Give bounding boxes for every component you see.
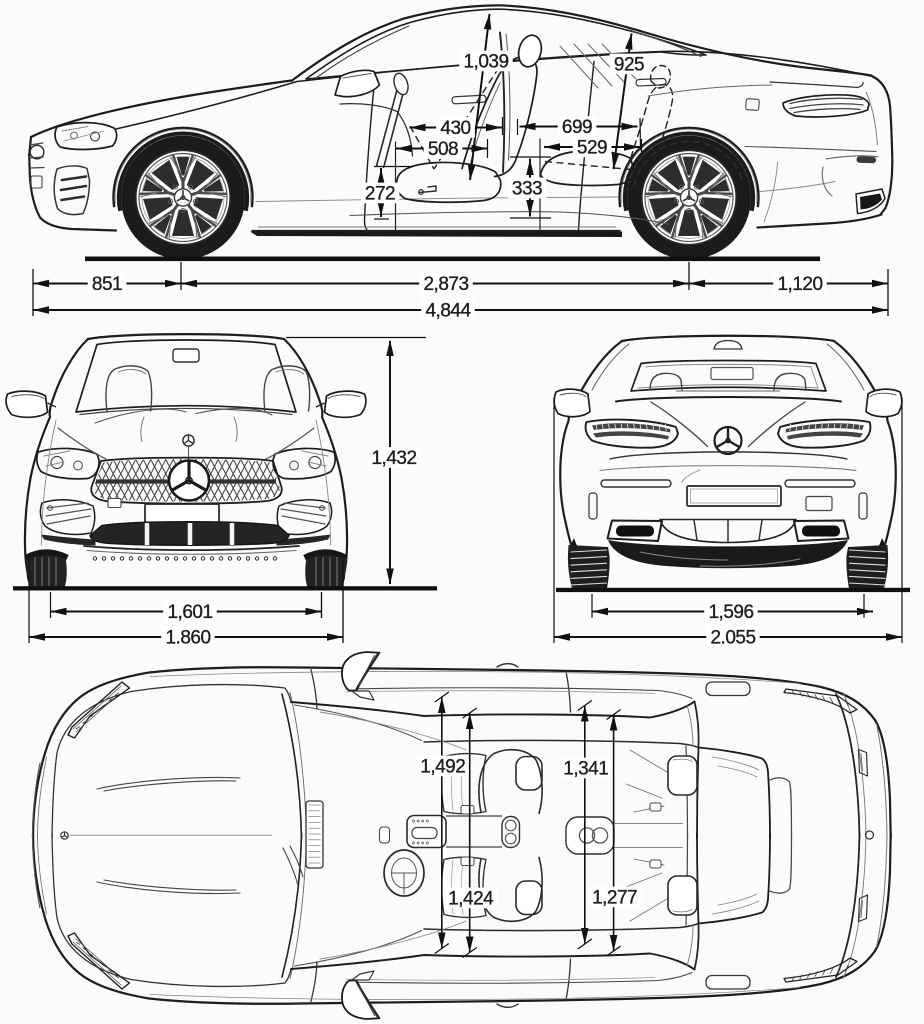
svg-text:333: 333: [512, 179, 542, 200]
svg-text:529: 529: [577, 138, 607, 159]
svg-text:1,492: 1,492: [420, 757, 465, 778]
svg-text:1,596: 1,596: [708, 602, 753, 623]
svg-text:2,873: 2,873: [423, 274, 468, 295]
svg-text:508: 508: [428, 139, 458, 160]
svg-text:1.860: 1.860: [165, 628, 210, 649]
svg-text:430: 430: [440, 118, 470, 139]
svg-text:925: 925: [614, 55, 644, 76]
svg-text:1,432: 1,432: [371, 448, 416, 469]
svg-text:699: 699: [562, 117, 592, 138]
svg-text:1,120: 1,120: [777, 274, 822, 295]
svg-text:2.055: 2.055: [710, 628, 755, 649]
svg-text:4,844: 4,844: [425, 301, 471, 322]
svg-text:1,601: 1,601: [167, 602, 212, 623]
svg-text:1,039: 1,039: [463, 52, 508, 73]
svg-text:851: 851: [92, 274, 122, 295]
svg-text:1,277: 1,277: [592, 888, 637, 909]
svg-text:1,341: 1,341: [563, 759, 608, 780]
svg-text:1,424: 1,424: [448, 889, 494, 910]
svg-text:272: 272: [365, 184, 395, 205]
